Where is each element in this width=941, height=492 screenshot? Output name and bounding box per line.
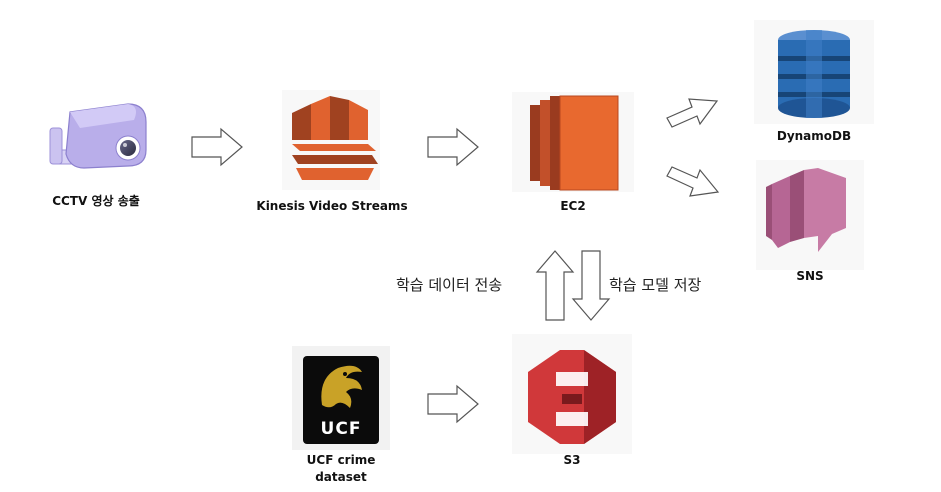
arrow-kinesis-to-ec2: [427, 127, 479, 167]
arrow-ec2-to-dynamodb: [666, 98, 719, 128]
kinesis-video-streams-icon: [282, 90, 380, 190]
ucf-label-line1: UCF crime: [306, 453, 376, 467]
cctv-label: CCTV 영상 송출: [52, 194, 140, 208]
s3-icon: [512, 334, 632, 454]
ucf-logo-text: UCF: [320, 419, 362, 439]
ucf-logo: [292, 346, 390, 450]
kinesis-label: Kinesis Video Streams: [256, 199, 408, 213]
cctv-camera-icon: [49, 103, 147, 169]
s3-label: S3: [563, 453, 581, 467]
arrow-ec2-to-s3: [571, 250, 611, 321]
edge-label-ec2-to-s3: 학습 모델 저장: [609, 276, 702, 294]
edge-label-s3-to-ec2: 학습 데이터 전송: [396, 276, 503, 294]
dynamodb-label: DynamoDB: [776, 129, 852, 143]
arrow-cctv-to-kinesis: [191, 127, 243, 167]
arrow-ucf-to-s3: [427, 384, 479, 424]
sns-icon: [756, 160, 864, 270]
sns-label: SNS: [796, 269, 824, 283]
ucf-label-line2: dataset: [315, 470, 367, 484]
ec2-icon: [512, 92, 634, 192]
ec2-label: EC2: [560, 199, 586, 213]
arrow-ec2-to-sns: [666, 166, 720, 197]
arrow-s3-to-ec2: [535, 250, 575, 321]
dynamodb-icon: [754, 20, 874, 124]
